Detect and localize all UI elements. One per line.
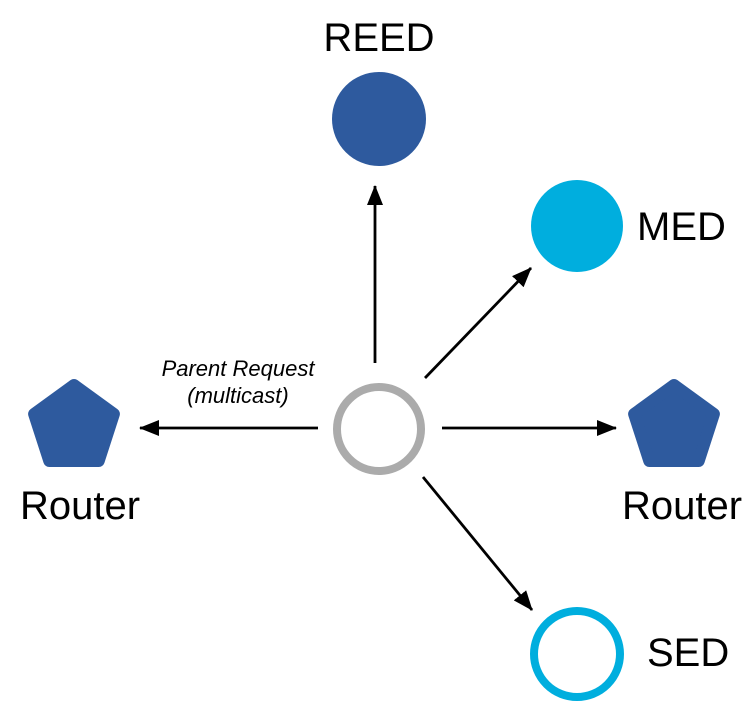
router-right-node-label: Router [621,484,743,528]
sed-node-icon [530,607,624,701]
reed-node-icon [332,72,426,166]
router-left-node-label: Router [19,484,141,528]
arrow-to-sed [421,476,534,611]
router-right-node-outline [628,379,720,467]
reed-node-label: REED [323,16,435,60]
router-left-node-outline [28,379,120,467]
parent-request-annotation: Parent Request (multicast) [162,355,315,409]
med-node-label: MED [637,205,726,249]
parent-request-annotation-line1: Parent Request [161,356,315,381]
center-node-icon [333,383,425,475]
sed-node-label: SED [647,631,730,675]
parent-request-annotation-line2: (multicast) [187,383,289,408]
med-node-icon [531,180,623,272]
arrow-to-med [423,267,533,379]
